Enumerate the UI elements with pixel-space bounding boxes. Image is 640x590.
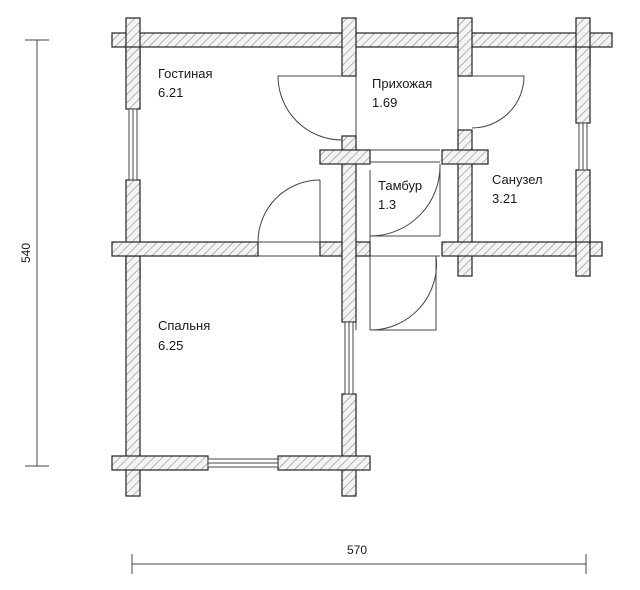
room-living: Гостиная 6.21	[158, 66, 213, 100]
door-tambour	[369, 163, 441, 237]
doors	[257, 75, 525, 331]
room-name: Санузел	[492, 172, 543, 187]
room-bathroom: Санузел 3.21	[492, 172, 543, 206]
dimension-height-label: 540	[19, 243, 33, 263]
partition-lines	[258, 70, 459, 330]
room-name: Тамбур	[378, 178, 422, 193]
room-name: Гостиная	[158, 66, 213, 81]
room-area: 1.69	[372, 95, 397, 110]
dimension-height: 540	[19, 39, 49, 467]
windows	[128, 108, 588, 468]
window-right	[578, 122, 588, 171]
window-left	[128, 108, 138, 181]
room-name: Прихожая	[372, 76, 432, 91]
door-living-hallway	[277, 75, 343, 141]
room-tambour: Тамбур 1.3	[378, 178, 422, 212]
room-name: Спальня	[158, 318, 210, 333]
dimension-width: 570	[131, 543, 587, 574]
window-bottom	[207, 458, 279, 468]
dimension-width-label: 570	[347, 543, 367, 557]
walls	[111, 17, 613, 497]
room-hallway: Прихожая 1.69	[372, 76, 432, 110]
room-area: 6.25	[158, 338, 183, 353]
door-hallway-bathroom	[471, 75, 525, 129]
room-area: 1.3	[378, 197, 396, 212]
room-area: 3.21	[492, 191, 517, 206]
door-living-bedroom	[257, 179, 321, 243]
window-bedroom-side	[344, 321, 354, 395]
door-entrance	[369, 255, 437, 331]
room-bedroom: Спальня 6.25	[158, 318, 210, 353]
room-area: 6.21	[158, 85, 183, 100]
